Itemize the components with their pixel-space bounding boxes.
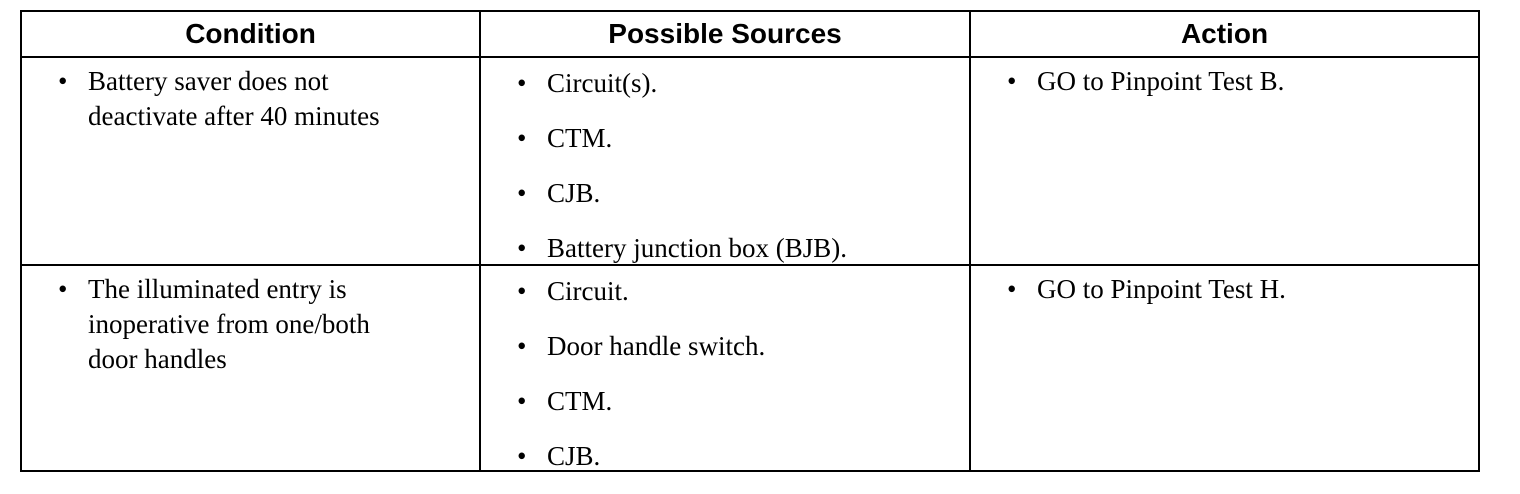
- row-2-condition-cell: • The illuminated entry is inoperative f…: [22, 266, 481, 470]
- bullet-icon: •: [1007, 66, 1017, 96]
- source-text: CJB.: [547, 178, 601, 208]
- action-list: • GO to Pinpoint Test B.: [971, 64, 1478, 99]
- header-condition: Condition: [22, 12, 481, 58]
- condition-list: • The illuminated entry is inoperative f…: [22, 272, 479, 377]
- source-text: Circuit.: [547, 276, 629, 306]
- bullet-icon: •: [517, 68, 527, 98]
- row-1-condition-cell: • Battery saver does not deactivate afte…: [22, 58, 481, 266]
- bullet-icon: •: [517, 123, 527, 153]
- source-text: CTM.: [547, 386, 613, 416]
- action-item: • GO to Pinpoint Test H.: [971, 272, 1478, 307]
- header-condition-label: Condition: [185, 18, 316, 49]
- row-2-sources-cell: • Circuit. • Door handle switch. • CTM. …: [481, 266, 971, 471]
- source-item: • Battery junction box (BJB).: [481, 231, 969, 286]
- source-text: CJB.: [547, 441, 601, 471]
- sources-list: • Circuit(s). • CTM. • CJB. • Battery ju…: [481, 66, 969, 286]
- header-possible-sources-label: Possible Sources: [608, 18, 842, 49]
- diagnostic-table: Condition Possible Sources Action • Batt…: [20, 10, 1480, 472]
- source-text: Door handle switch.: [547, 331, 766, 361]
- header-action: Action: [971, 12, 1478, 58]
- header-action-label: Action: [1180, 18, 1269, 49]
- source-item: • CTM.: [481, 121, 969, 176]
- action-text: GO to Pinpoint Test B.: [1037, 66, 1285, 96]
- action-list: • GO to Pinpoint Test H.: [971, 272, 1478, 307]
- row-2-action-cell: • GO to Pinpoint Test H.: [971, 266, 1478, 470]
- source-item: • Door handle switch.: [481, 329, 969, 384]
- source-item: • CTM.: [481, 384, 969, 439]
- bullet-icon: •: [1007, 274, 1017, 304]
- condition-list: • Battery saver does not deactivate afte…: [22, 64, 479, 134]
- row-1-action-cell: • GO to Pinpoint Test B.: [971, 58, 1478, 266]
- source-item: • CJB.: [481, 439, 969, 494]
- source-item: • Circuit(s).: [481, 66, 969, 121]
- bullet-icon: •: [517, 386, 527, 416]
- bullet-icon: •: [517, 178, 527, 208]
- row-1-sources-cell: • Circuit(s). • CTM. • CJB. • Battery ju…: [481, 58, 971, 266]
- condition-text: The illuminated entry is inoperative fro…: [88, 274, 370, 374]
- bullet-icon: •: [58, 274, 68, 304]
- condition-text: Battery saver does not deactivate after …: [88, 66, 380, 131]
- source-item: • Circuit.: [481, 274, 969, 329]
- source-text: CTM.: [547, 123, 613, 153]
- source-item: • CJB.: [481, 176, 969, 231]
- source-text: Battery junction box (BJB).: [547, 233, 847, 263]
- bullet-icon: •: [517, 233, 527, 263]
- condition-item: • The illuminated entry is inoperative f…: [22, 272, 418, 377]
- action-item: • GO to Pinpoint Test B.: [971, 64, 1478, 99]
- header-possible-sources: Possible Sources: [481, 12, 971, 58]
- bullet-icon: •: [58, 66, 68, 96]
- bullet-icon: •: [517, 441, 527, 471]
- sources-list: • Circuit. • Door handle switch. • CTM. …: [481, 274, 969, 494]
- source-text: Circuit(s).: [547, 68, 658, 98]
- action-text: GO to Pinpoint Test H.: [1037, 274, 1286, 304]
- bullet-icon: •: [517, 276, 527, 306]
- bullet-icon: •: [517, 331, 527, 361]
- condition-item: • Battery saver does not deactivate afte…: [22, 64, 418, 134]
